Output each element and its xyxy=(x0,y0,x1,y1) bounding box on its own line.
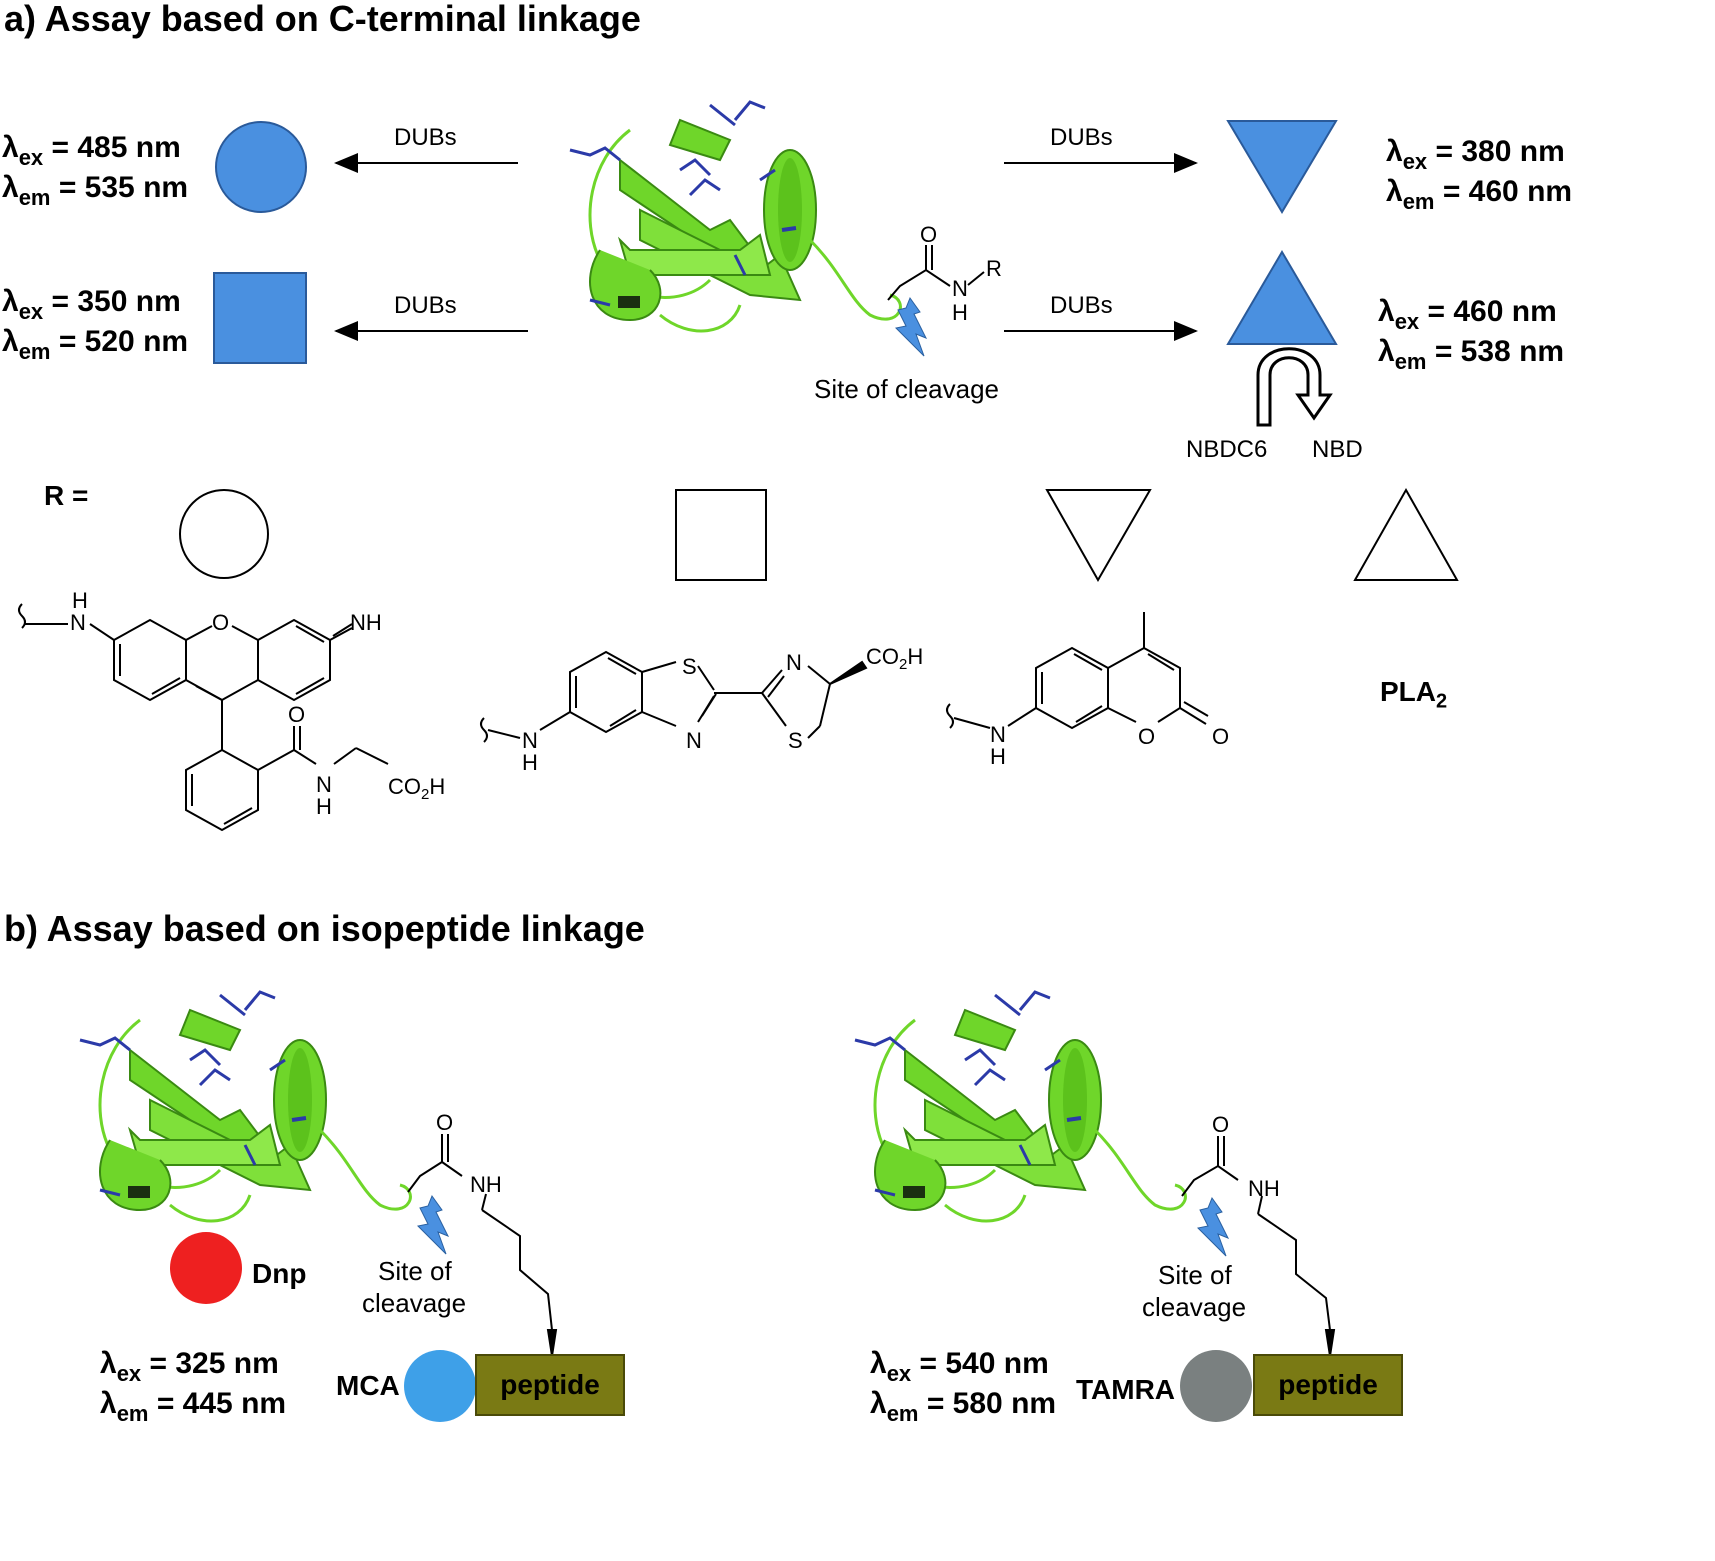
rhod-h-top: H xyxy=(72,588,88,613)
dubs-label-top-right: DUBs xyxy=(1050,124,1113,151)
cou-n: N xyxy=(990,722,1006,747)
luc-n2: N xyxy=(786,650,802,675)
circle-probe-emission: λem = 535 nm xyxy=(2,171,189,210)
mca-label: MCA xyxy=(336,1370,400,1401)
panel-a-heading: a) Assay based on C-terminal linkage xyxy=(4,0,641,39)
amide-nh-right: NH xyxy=(1248,1176,1280,1201)
ubiquitin-cartoon-b-right xyxy=(853,990,1188,1224)
right-excitation: λex = 540 nm xyxy=(870,1347,1049,1386)
panel-b-heading: b) Assay based on isopeptide linkage xyxy=(4,908,645,949)
triangle-down-outline-key xyxy=(1045,489,1152,583)
cleavage-bolt-icon-b-right xyxy=(1197,1197,1229,1257)
amide-o-left: O xyxy=(436,1110,453,1135)
square-probe-filled xyxy=(213,272,307,364)
square-probe-excitation: λex = 350 nm xyxy=(2,285,181,324)
rhod-amide-o: O xyxy=(288,702,305,727)
cleavage-bolt-icon-b-left xyxy=(417,1195,449,1255)
luc-s1: S xyxy=(682,654,697,679)
circle-probe-excitation: λex = 485 nm xyxy=(2,131,181,170)
amide-n-a: N xyxy=(952,276,968,301)
rhod-amide-h: H xyxy=(316,794,332,819)
luc-n1: N xyxy=(686,728,702,753)
nbdc6-label: NBDC6 xyxy=(1186,436,1268,463)
amide-r-a: R xyxy=(986,256,1002,281)
dubs-label-top-left: DUBs xyxy=(394,124,457,151)
isopeptide-linker-right xyxy=(1181,1136,1336,1357)
left-excitation: λex = 325 nm xyxy=(100,1347,279,1386)
rhodamine-structure xyxy=(18,603,389,832)
dnp-label: Dnp xyxy=(252,1258,307,1289)
square-outline-key xyxy=(675,489,767,581)
rhod-n-left: N xyxy=(70,610,86,635)
dnp-quencher-circle xyxy=(170,1232,242,1304)
site-of-cleavage-label: Site of cleavage xyxy=(814,374,1000,404)
square-probe-emission: λem = 520 nm xyxy=(2,325,189,364)
left-site-line2: cleavage xyxy=(362,1288,467,1318)
luc-h: H xyxy=(522,750,538,775)
right-site-line2: cleavage xyxy=(1142,1292,1247,1322)
right-site-line1: Site of xyxy=(1158,1260,1232,1290)
luc-s2: S xyxy=(788,728,803,753)
circle-probe-filled xyxy=(215,121,307,213)
ubiquitin-cartoon-a xyxy=(568,100,903,334)
isopeptide-linker-left xyxy=(407,1134,558,1357)
left-site-line1: Site of xyxy=(378,1256,452,1286)
triangle-down-probe-emission: λem = 460 nm xyxy=(1386,175,1573,214)
tamra-fluorophore-circle xyxy=(1180,1350,1252,1422)
luc-acid: CO2H xyxy=(866,644,923,673)
triangle-down-probe-excitation: λex = 380 nm xyxy=(1386,135,1565,174)
cou-h: H xyxy=(990,744,1006,769)
dubs-label-bottom-left: DUBs xyxy=(394,292,457,319)
peptide-box-right xyxy=(1253,1354,1403,1416)
rhod-acid: CO2H xyxy=(388,774,445,803)
tamra-label: TAMRA xyxy=(1076,1374,1176,1405)
triangle-up-outline-key xyxy=(1353,487,1459,581)
mca-fluorophore-circle xyxy=(404,1350,476,1422)
ubiquitin-cartoon-b-left xyxy=(78,990,413,1224)
aminoluciferin-structure xyxy=(480,650,868,743)
amide-o-right: O xyxy=(1212,1112,1229,1137)
triangle-down-probe-filled xyxy=(1226,120,1338,214)
rhod-amide-n: N xyxy=(316,772,332,797)
amide-h-a: H xyxy=(952,300,968,325)
dubs-label-bottom-right: DUBs xyxy=(1050,292,1113,319)
luc-n: N xyxy=(522,728,538,753)
rhod-o-bridge: O xyxy=(212,610,229,635)
pla2-label: PLA2 xyxy=(1380,676,1448,713)
circle-outline-key xyxy=(179,489,269,579)
left-emission: λem = 445 nm xyxy=(100,1387,287,1426)
c-terminal-amide-a xyxy=(887,245,985,301)
nbd-conversion-arrow-icon xyxy=(1256,347,1333,427)
r-equals-label: R = xyxy=(44,480,89,511)
triangle-up-probe-excitation: λex = 460 nm xyxy=(1378,295,1557,334)
peptide-label-left: peptide xyxy=(500,1369,600,1400)
nbd-label: NBD xyxy=(1312,436,1363,463)
peptide-box-left xyxy=(475,1354,625,1416)
triangle-up-probe-filled xyxy=(1226,250,1338,345)
amide-o-a: O xyxy=(920,222,937,247)
amide-nh-left: NH xyxy=(470,1172,502,1197)
triangle-up-probe-emission: λem = 538 nm xyxy=(1378,335,1565,374)
cou-o-keto: O xyxy=(1212,724,1229,749)
rhod-nh-right: NH xyxy=(350,610,382,635)
aminomethylcoumarin-structure xyxy=(946,612,1209,730)
peptide-label-right: peptide xyxy=(1278,1369,1378,1400)
cou-o-ring: O xyxy=(1138,724,1155,749)
right-emission: λem = 580 nm xyxy=(870,1387,1057,1426)
